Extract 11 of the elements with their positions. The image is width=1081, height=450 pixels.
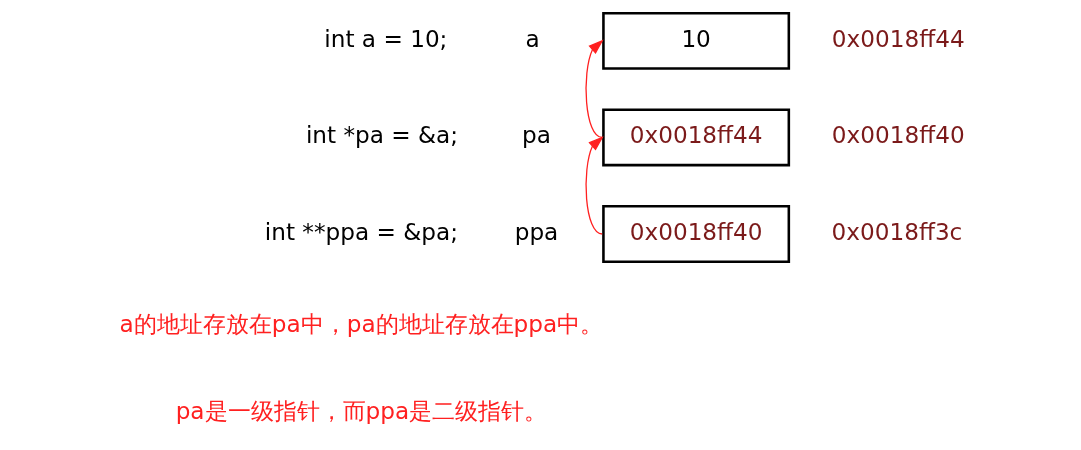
label: int *pa = &a; xyxy=(305,121,458,149)
node-label: a xyxy=(525,24,540,52)
label: a的地址存放在pa中，pa的地址存放在ppa中。 xyxy=(119,309,603,337)
node-label: ppa xyxy=(514,217,558,245)
node-label: 0x0018ff44 xyxy=(831,24,965,52)
node-label: 0x0018ff3c xyxy=(831,217,962,245)
node-label: pa xyxy=(521,121,551,149)
label: int **ppa = &pa; xyxy=(264,217,458,245)
node-label: 0x0018ff40 xyxy=(831,121,965,149)
label: pa是一级指针，而ppa是二级指针。 xyxy=(175,397,547,425)
label: int a = 10; xyxy=(323,24,447,52)
